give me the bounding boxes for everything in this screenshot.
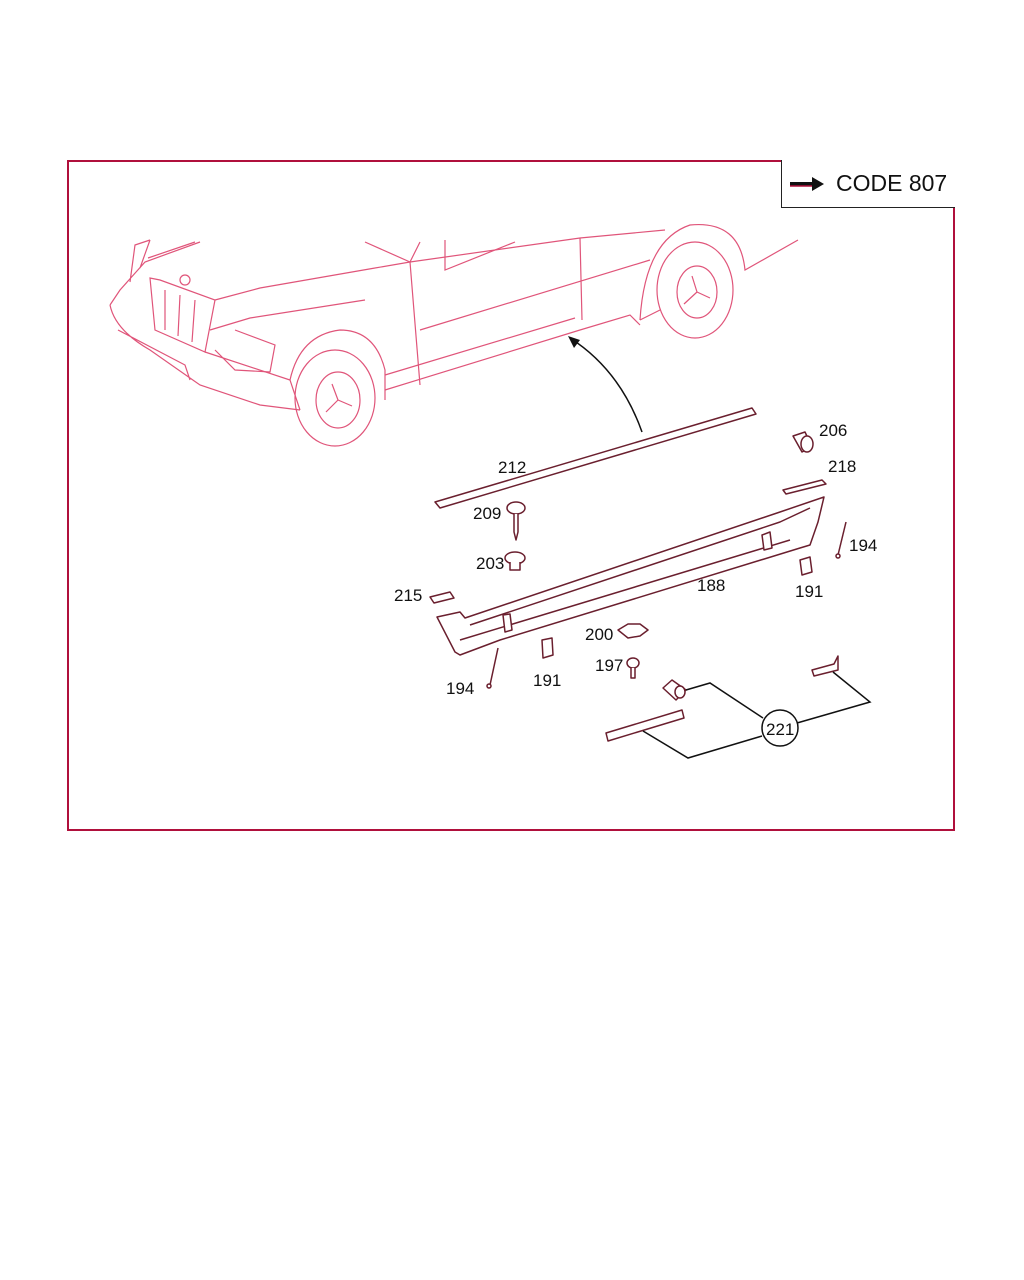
part-215-pad[interactable] [429,591,455,604]
label-221: 221 [766,720,794,739]
label-197: 197 [595,656,623,675]
code-label: CODE 807 [836,170,948,196]
arrow-right-icon [790,176,824,191]
part-194-right-rod[interactable] [835,521,847,559]
label-215: 215 [394,586,422,605]
callout-arrow [569,337,643,433]
part-218-pad[interactable] [782,479,827,495]
diagram-frame [67,160,955,831]
label-212: 212 [498,458,526,477]
code-807-box: CODE 807 [781,160,955,208]
part-188-sill-panel[interactable] [436,496,825,656]
label-188: 188 [697,576,725,595]
part-221-repair-kit[interactable] [605,655,872,759]
label-218: 218 [828,457,856,476]
part-200-star-nut[interactable] [617,623,649,639]
part-197-rivet[interactable] [626,657,640,679]
label-194-left: 194 [446,679,474,698]
part-191-left-clip[interactable] [541,637,554,659]
part-206-nut[interactable] [792,431,814,453]
part-209-screw[interactable] [506,501,526,541]
label-203: 203 [476,554,504,573]
part-194-left-rod[interactable] [486,647,499,689]
part-191-right-clip[interactable] [799,556,813,576]
label-206: 206 [819,421,847,440]
car-illustration [109,223,799,447]
label-191-left: 191 [533,671,561,690]
label-191-right: 191 [795,582,823,601]
part-212-trim-strip[interactable] [434,407,757,509]
label-209: 209 [473,504,501,523]
label-200: 200 [585,625,613,644]
label-194-right: 194 [849,536,877,555]
part-203-clip[interactable] [504,551,526,571]
